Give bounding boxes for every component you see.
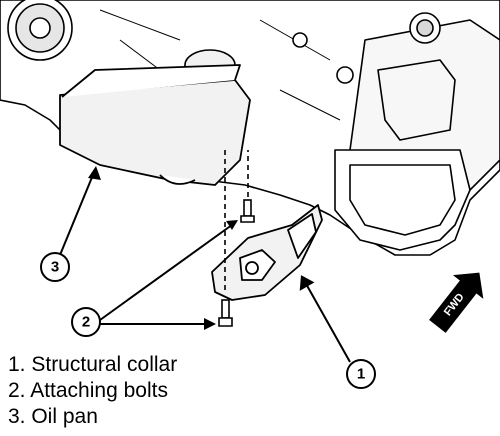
legend-item-oil-pan: 3. Oil pan	[8, 405, 98, 428]
legend-item-structural-collar: 1. Structural collar	[8, 353, 178, 376]
callout-2: 2	[71, 307, 101, 337]
arrowhead-collar	[299, 275, 315, 291]
legend-item-attaching-bolts: 2. Attaching bolts	[8, 379, 168, 402]
attaching-bolts	[218, 150, 255, 327]
fwd-direction-arrow: FWD	[429, 272, 484, 333]
arrowhead-oil-pan	[88, 166, 101, 180]
callout-3-number: 3	[51, 259, 59, 276]
oil-pan	[59, 64, 251, 186]
leader-collar	[304, 281, 351, 363]
callout-2-number: 2	[82, 314, 90, 331]
callout-1: 1	[346, 359, 376, 389]
leader-arrowheads	[88, 166, 315, 330]
leader-bolt-upper	[99, 221, 237, 321]
callout-1-number: 1	[357, 366, 365, 383]
legend: 1. Structural collar 2. Attaching bolts …	[8, 352, 177, 430]
leader-lines	[59, 169, 351, 363]
callout-3: 3	[40, 252, 70, 282]
leader-oil-pan	[59, 169, 96, 256]
arrowhead-bolt-lower	[204, 318, 216, 330]
structural-collar	[211, 204, 323, 301]
arrowhead-bolt-upper	[226, 220, 238, 230]
